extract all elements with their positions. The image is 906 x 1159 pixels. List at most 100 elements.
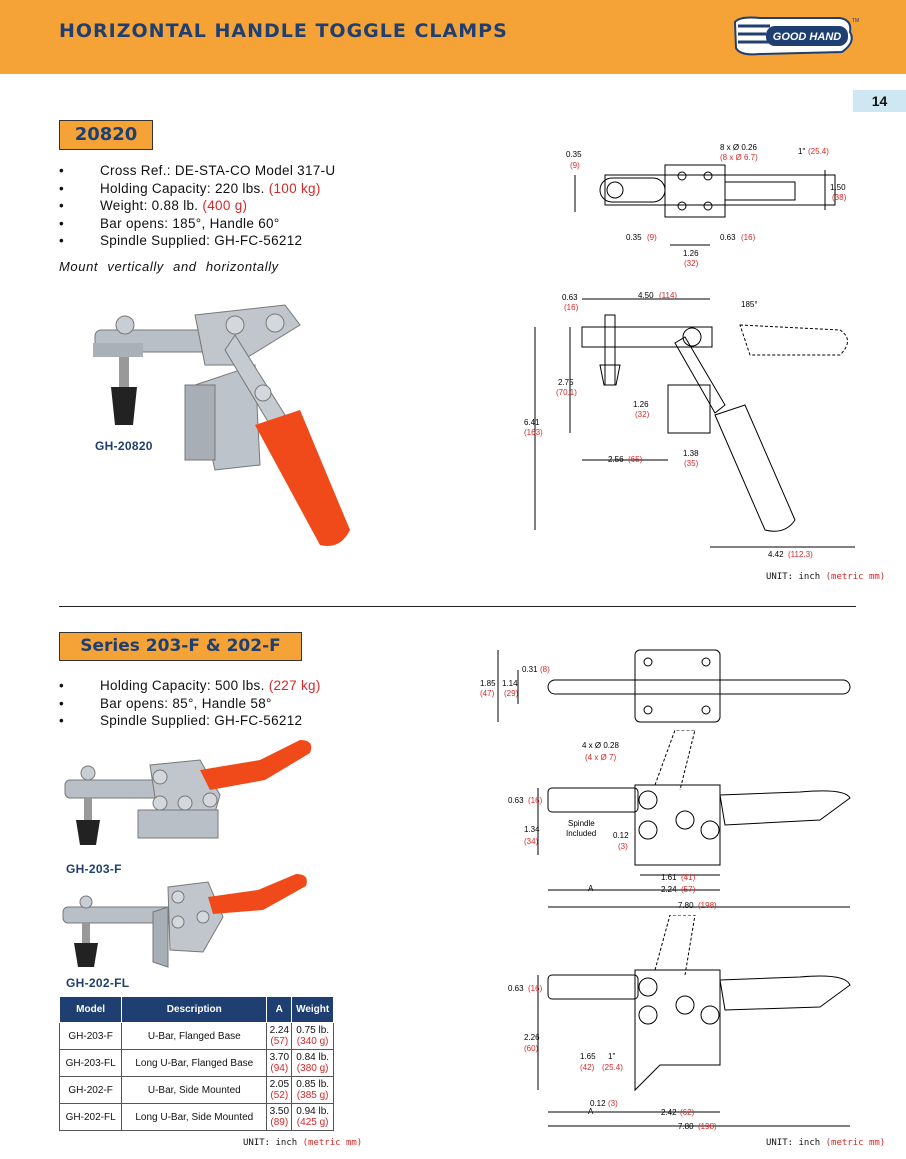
svg-text:(9): (9) (570, 161, 580, 170)
page-header: HORIZONTAL HANDLE TOGGLE CLAMPS GOOD HAN… (0, 0, 906, 74)
caption-gh-20820: GH-20820 (95, 439, 153, 453)
svg-text:(47): (47) (480, 689, 495, 698)
caption-gh-202-fl: GH-202-FL (66, 976, 130, 990)
tm-mark: TM (852, 18, 859, 24)
spec-item: Bar opens: 185°, Handle 60° (59, 215, 335, 233)
svg-text:7.80: 7.80 (678, 901, 694, 910)
page-title: HORIZONTAL HANDLE TOGGLE CLAMPS (59, 20, 508, 42)
svg-text:(32): (32) (684, 259, 699, 268)
svg-text:(65): (65) (628, 455, 643, 464)
svg-text:1.65: 1.65 (580, 1052, 596, 1061)
svg-text:1.61: 1.61 (661, 873, 677, 882)
unit-label-20820: UNIT: inch (metric mm) (766, 572, 886, 582)
svg-text:1.50: 1.50 (830, 183, 846, 192)
svg-text:0.35: 0.35 (566, 150, 582, 159)
svg-text:0.35: 0.35 (626, 233, 642, 242)
spec-item: Holding Capacity: 220 lbs. (100 kg) (59, 180, 335, 198)
svg-text:1.38: 1.38 (683, 449, 699, 458)
svg-text:1": 1" (608, 1052, 615, 1061)
section-divider (59, 606, 856, 607)
svg-text:(70.1): (70.1) (556, 388, 577, 397)
svg-text:(29): (29) (504, 689, 519, 698)
svg-text:(34): (34) (524, 837, 539, 846)
svg-text:4 x Ø 0.28: 4 x Ø 0.28 (582, 741, 619, 750)
svg-text:185°: 185° (741, 300, 758, 309)
drawing-top-view-series: 0.31(8) 1.85(47) 1.14(29) 4 x Ø 0.28 (4 x… (480, 649, 851, 762)
svg-text:(25.4): (25.4) (602, 1063, 623, 1072)
spec-item: Bar opens: 85°, Handle 58° (59, 695, 321, 713)
svg-text:(16): (16) (564, 303, 579, 312)
svg-text:1": 1" (798, 147, 805, 156)
svg-text:(25.4): (25.4) (808, 147, 829, 156)
svg-text:0.12: 0.12 (590, 1099, 606, 1108)
svg-text:(16): (16) (528, 984, 543, 993)
good-hand-logo: GOOD HAND TM (733, 16, 859, 56)
spec-item: Holding Capacity: 500 lbs. (227 kg) (59, 677, 321, 695)
svg-text:0.31: 0.31 (522, 665, 538, 674)
caption-gh-203-f: GH-203-F (66, 862, 122, 876)
svg-text:(112.3): (112.3) (788, 550, 813, 559)
drawing-side-view-20820: 0.63(16) 4.50(114) 185° 2.75(70.1) 1.26(… (524, 291, 855, 559)
clamp-photo-20820 (93, 304, 350, 546)
clamp-photo-gh-203-f (64, 740, 312, 845)
svg-text:1.34: 1.34 (524, 825, 540, 834)
svg-text:(198): (198) (698, 901, 717, 910)
clamp-photo-gh-202-fl (62, 874, 307, 968)
spec-item: Weight: 0.88 lb. (400 g) (59, 197, 335, 215)
svg-text:2.26: 2.26 (524, 1033, 540, 1042)
svg-text:(62): (62) (680, 1108, 695, 1117)
svg-text:1.85: 1.85 (480, 679, 496, 688)
svg-text:(16): (16) (741, 233, 756, 242)
svg-text:(38): (38) (832, 193, 847, 202)
col-header-model: Model (58, 996, 123, 1023)
svg-text:1.26: 1.26 (633, 400, 649, 409)
model-tag-20820: 20820 (59, 120, 153, 150)
svg-text:(41): (41) (681, 873, 696, 882)
svg-text:0.63: 0.63 (720, 233, 736, 242)
svg-text:0.12: 0.12 (613, 831, 629, 840)
svg-text:0.63: 0.63 (508, 984, 524, 993)
table-header-row: Model Description A Weight (58, 996, 334, 1023)
svg-text:0.63: 0.63 (562, 293, 578, 302)
svg-text:4.50: 4.50 (638, 291, 654, 300)
svg-text:(60): (60) (524, 1044, 539, 1053)
svg-text:(16): (16) (528, 796, 543, 805)
svg-text:(114): (114) (659, 291, 677, 300)
svg-text:2.75: 2.75 (558, 378, 574, 387)
svg-text:(8): (8) (540, 665, 550, 674)
spec-item: Spindle Supplied: GH-FC-56212 (59, 712, 321, 730)
svg-text:8 x Ø 0.26: 8 x Ø 0.26 (720, 143, 757, 152)
spec-list-series: Holding Capacity: 500 lbs. (227 kg) Bar … (59, 677, 321, 730)
svg-text:(163): (163) (524, 428, 543, 437)
svg-text:(3): (3) (608, 1099, 618, 1108)
model-tag-series-203f-202f: Series 203-F & 202-F (59, 632, 302, 661)
svg-text:(8 x Ø 6.7): (8 x Ø 6.7) (720, 153, 758, 162)
svg-text:6.41: 6.41 (524, 418, 540, 427)
svg-text:4.42: 4.42 (768, 550, 784, 559)
spec-list-20820: Cross Ref.: DE-STA-CO Model 317-U Holdin… (59, 162, 335, 250)
svg-text:(57): (57) (681, 885, 696, 894)
svg-text:(4 x Ø 7): (4 x Ø 7) (585, 753, 616, 762)
svg-text:7.80: 7.80 (678, 1122, 694, 1131)
svg-text:(42): (42) (580, 1063, 595, 1072)
svg-text:Spindle: Spindle (568, 819, 595, 828)
col-header-weight: Weight (291, 996, 334, 1023)
unit-label-table: UNIT: inch (metric mm) (243, 1138, 363, 1148)
col-header-a: A (266, 996, 293, 1023)
svg-text:2.24: 2.24 (661, 885, 677, 894)
drawing-side-view-gh-202-f: 0.63 (16) 2.26 (60) 1.65 (42) 1" (25.4) 0.12… (508, 915, 851, 1131)
svg-text:A: A (588, 1107, 594, 1116)
svg-text:1.14: 1.14 (502, 679, 518, 688)
svg-text:(32): (32) (635, 410, 650, 419)
svg-text:2.56: 2.56 (608, 455, 624, 464)
svg-text:(9): (9) (647, 233, 657, 242)
logo-text: GOOD HAND (773, 31, 842, 43)
spec-item: Cross Ref.: DE-STA-CO Model 317-U (59, 162, 335, 180)
svg-text:2.42: 2.42 (661, 1108, 677, 1117)
svg-text:(198): (198) (698, 1122, 717, 1131)
